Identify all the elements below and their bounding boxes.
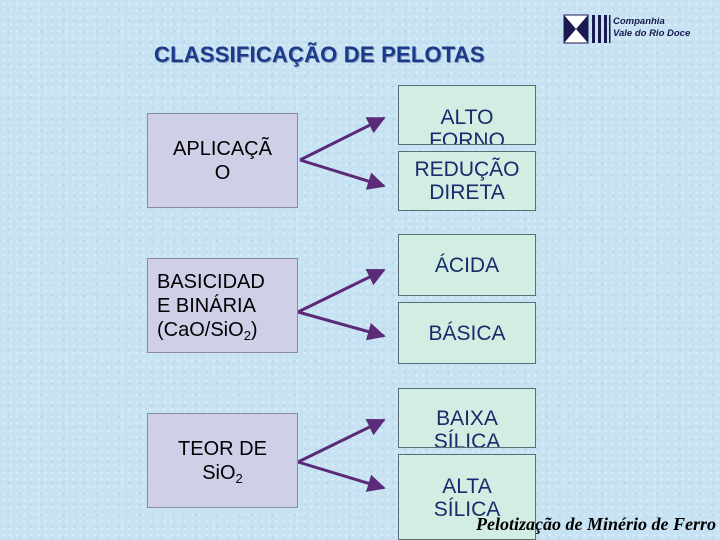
teor-formula: SiO2 [202, 461, 243, 486]
box-baixa-silica: BAIXA SÍLICA [398, 388, 536, 448]
arrow-teor-baixa [297, 418, 386, 464]
box-reducao-direta: REDUÇÃO DIRETA [398, 151, 536, 211]
arrow-basicidade-basica [297, 310, 386, 341]
box-basicidade-binaria: BASICIDAD E BINÁRIA (CaO/SiO2) [147, 258, 298, 353]
arrow-aplicacao-reducao [299, 158, 386, 190]
basicidade-formula: (CaO/SiO2) [157, 318, 258, 343]
logo-line-2: Vale do Rio Doce [613, 28, 691, 39]
footer-caption: Pelotização de Minério de Ferro [476, 514, 716, 534]
box-alta-silica: ALTA SÍLICA [398, 454, 536, 540]
box-alto-forno: ALTO FORNO [398, 85, 536, 145]
box-acida: ÁCIDA [398, 234, 536, 296]
arrow-basicidade-acida [297, 268, 386, 314]
box-teor-sio2: TEOR DE SiO2 [147, 413, 298, 508]
box-aplicacao: APLICAÇÃ O [147, 113, 298, 208]
logo-line-1: Companhia [613, 16, 665, 27]
cvrd-logo-icon [563, 14, 611, 44]
arrow-aplicacao-alto-forno [299, 116, 386, 162]
page-title: CLASSIFICAÇÃO DE PELOTAS [154, 42, 485, 67]
company-logo: Companhia Vale do Rio Doce [563, 14, 713, 46]
box-basica: BÁSICA [398, 302, 536, 364]
arrow-teor-alta [297, 460, 386, 492]
